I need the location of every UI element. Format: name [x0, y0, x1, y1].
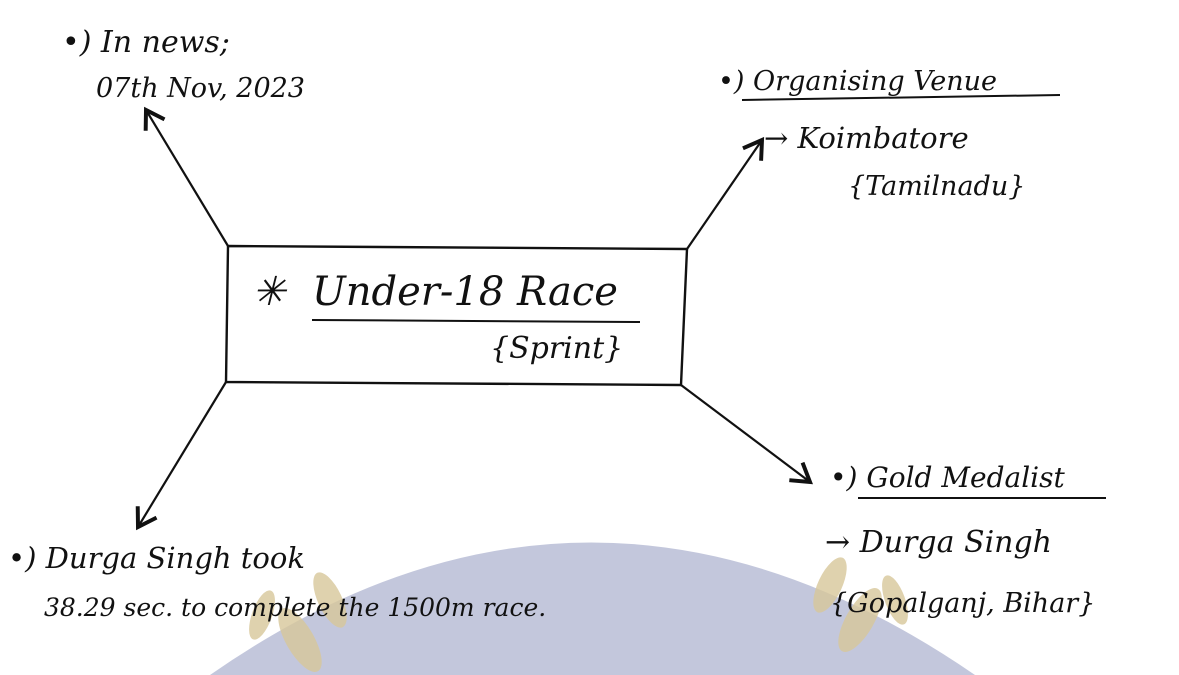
venue-underline [741, 94, 1061, 101]
venue-line2: {Tamilnadu} [848, 171, 1025, 202]
connector-top-right [686, 136, 765, 250]
venue-heading: •) Organising Venue [718, 66, 997, 97]
medalist-line1: → Durga Singh [825, 525, 1052, 560]
venue-line1: → Koimbatore [764, 121, 969, 155]
connector-bottom-right [680, 384, 813, 485]
laurel-left-icon [249, 572, 347, 672]
center-subtitle: {Sprint} [490, 331, 623, 366]
news-heading: •) In news; [62, 25, 230, 60]
center-title-underline [311, 319, 641, 323]
result-line1: •) Durga Singh took [8, 541, 305, 575]
center-title: Under-18 Race [312, 269, 618, 315]
medalist-heading: •) Gold Medalist [830, 461, 1065, 494]
news-date: 07th Nov, 2023 [96, 73, 305, 104]
laurel-right-icon [813, 557, 908, 652]
result-line2: 38.29 sec. to complete the 1500m race. [44, 593, 546, 622]
watermark-arc [210, 542, 975, 675]
center-star-icon: ✳ [252, 269, 288, 315]
watermark [210, 542, 975, 675]
connector-bottom-left [135, 381, 227, 531]
connector-top-left [143, 106, 229, 247]
medalist-line2: {Gopalganj, Bihar} [830, 588, 1095, 619]
